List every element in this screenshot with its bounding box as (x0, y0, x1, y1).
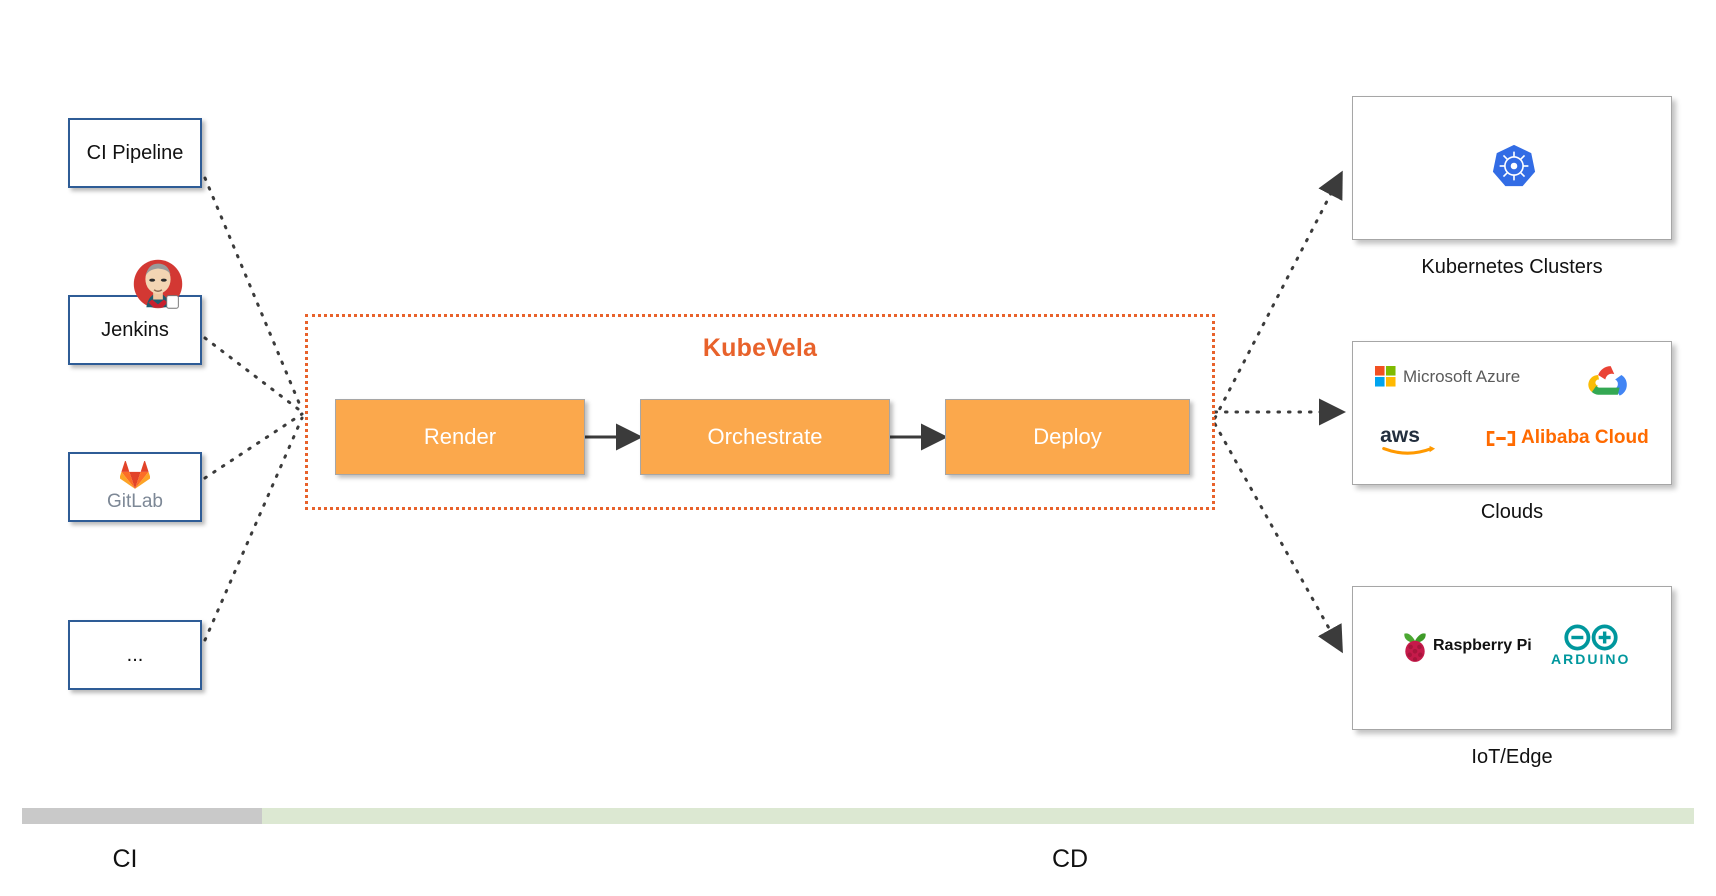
raspberry-pi-icon (1400, 629, 1430, 663)
raspberry-pi-label: Raspberry Pi (1433, 637, 1532, 654)
aws-logo: aws (1378, 422, 1450, 455)
source-label: GitLab (107, 491, 163, 513)
microsoft-azure-label: Microsoft Azure (1403, 366, 1521, 386)
microsoft-azure-icon (1375, 366, 1396, 387)
kubevela-title: KubeVela (702, 334, 818, 362)
microsoft-azure-logo: Microsoft Azure (1375, 366, 1520, 387)
arduino-logo: ARDUINO (1551, 623, 1630, 667)
kubernetes-icon (1491, 143, 1537, 189)
aws-icon: aws (1378, 422, 1450, 455)
google-cloud-icon (1581, 358, 1635, 401)
arduino-label: ARDUINO (1551, 651, 1631, 667)
target-label-iot-edge: IoT/Edge (1471, 746, 1553, 768)
timeline-bar-cd (262, 808, 1694, 824)
svg-text:aws: aws (1380, 424, 1420, 447)
jenkins-butler-icon (127, 253, 189, 315)
source-box-ellipsis[interactable]: ... (68, 620, 202, 690)
stage-box-deploy[interactable]: Deploy (945, 399, 1190, 475)
alibaba-cloud-logo: Alibaba Cloud (1485, 427, 1649, 449)
source-box-ci-pipeline[interactable]: CI Pipeline (68, 118, 202, 188)
gitlab-tanuki-icon (119, 461, 151, 490)
target-box-iot-edge[interactable]: Raspberry Pi ARDUINO (1352, 586, 1672, 730)
stage-label: Render (423, 424, 497, 449)
target-label-k8s: Kubernetes Clusters (1421, 256, 1603, 278)
stage-box-orchestrate[interactable]: Orchestrate (640, 399, 890, 475)
timeline-label-ci: CI (112, 845, 138, 873)
kubevela-container: KubeVela (305, 314, 1215, 510)
source-label: CI Pipeline (86, 142, 184, 164)
source-box-gitlab[interactable]: GitLab (68, 452, 202, 522)
arduino-icon (1551, 623, 1630, 652)
target-box-k8s[interactable] (1352, 96, 1672, 240)
stage-label: Deploy (1033, 424, 1102, 449)
source-label: Jenkins (101, 319, 169, 341)
timeline-label-cd: CD (1051, 845, 1089, 873)
timeline-bar-ci (22, 808, 262, 824)
source-box-jenkins[interactable]: Jenkins (68, 295, 202, 365)
target-box-clouds[interactable]: Microsoft Azure aws (1352, 341, 1672, 485)
alibaba-cloud-icon (1485, 429, 1517, 448)
stage-box-render[interactable]: Render (335, 399, 585, 475)
raspberry-pi-logo: Raspberry Pi (1400, 629, 1532, 663)
target-label-clouds: Clouds (1480, 501, 1544, 523)
stage-label: Orchestrate (707, 424, 823, 449)
alibaba-cloud-label: Alibaba Cloud (1521, 427, 1649, 448)
source-label: ... (126, 644, 144, 666)
